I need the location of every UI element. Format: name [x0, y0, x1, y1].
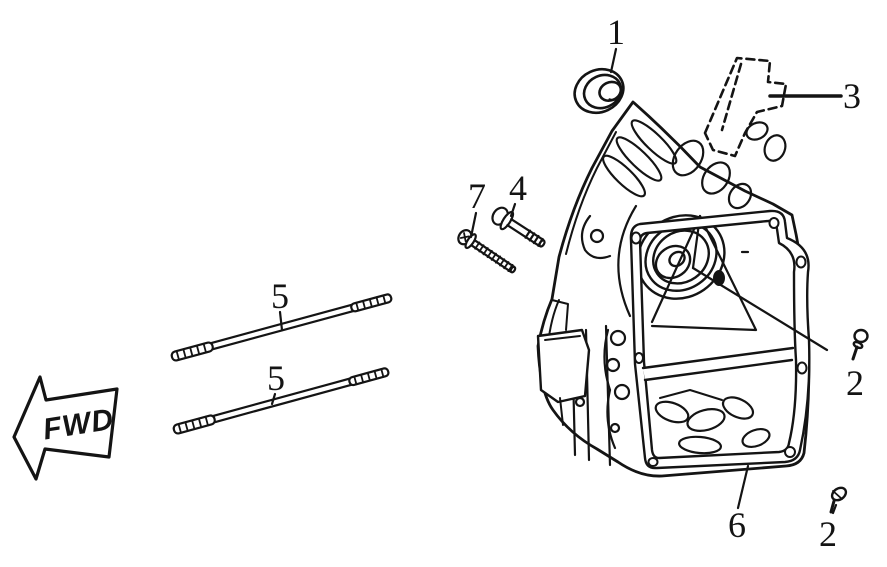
leader-4	[509, 202, 517, 218]
ear-bolt-hole	[589, 228, 605, 244]
leader-2-bottom	[831, 503, 838, 515]
part-6-gasket	[629, 209, 811, 470]
crankcase-housing	[536, 100, 811, 478]
cooling-fins	[602, 119, 678, 198]
callout-label-1: 1	[607, 12, 625, 52]
leader-7	[469, 211, 478, 239]
mount-foot	[536, 299, 591, 426]
mount-ear	[580, 214, 612, 260]
gasket-crossbar-fill	[643, 347, 793, 381]
gasket-bolt-holes	[630, 217, 808, 467]
fwd-arrow-shape	[12, 375, 119, 481]
part-2-bolt-right	[851, 328, 869, 361]
part-2-bolt-bottom	[829, 486, 848, 514]
part-3-hidden-cylinder-outline	[703, 56, 788, 158]
upper-bosses	[671, 121, 787, 210]
part-5-stud-lower	[172, 367, 390, 435]
callout-label-2-right: 2	[846, 363, 864, 403]
leader-lines	[270, 47, 843, 515]
hidden-cylinder-path	[703, 56, 788, 158]
gasket-band-fill	[630, 210, 810, 469]
leader-1	[609, 47, 618, 74]
cast-lumps	[603, 328, 631, 450]
callout-label-5-lower: 5	[267, 358, 285, 398]
leader-5-upper	[278, 310, 284, 332]
part-1-cap	[573, 67, 625, 115]
callout-label-6: 6	[728, 505, 746, 545]
lower-window-casting	[654, 389, 771, 455]
gasket-outer-edge	[629, 209, 811, 470]
callout-label-4: 4	[509, 168, 527, 208]
part-5-stud-upper	[170, 293, 393, 362]
part-7-screw	[457, 229, 517, 274]
housing-outline	[536, 100, 811, 478]
leader-6	[736, 464, 750, 510]
callout-label-5-upper: 5	[271, 276, 289, 316]
callout-label-2-bottom: 2	[819, 514, 837, 554]
housing-inner-contour	[565, 131, 617, 255]
callout-label-3: 3	[843, 76, 861, 116]
callout-label-7: 7	[468, 176, 486, 216]
leader-2-right	[691, 266, 829, 352]
gasket-inner-edge	[638, 219, 798, 460]
leader-5-lower	[270, 392, 277, 406]
gasket-crossbar-top	[641, 346, 795, 370]
fwd-arrow: FWD	[12, 375, 119, 481]
gasket-crossbar-bottom	[643, 358, 794, 382]
hidden-cylinder-inner-line	[720, 62, 743, 132]
part-4-bolt	[491, 206, 546, 248]
callout-labels: 1 3 4 7 5 5 2 2 6	[267, 12, 864, 554]
